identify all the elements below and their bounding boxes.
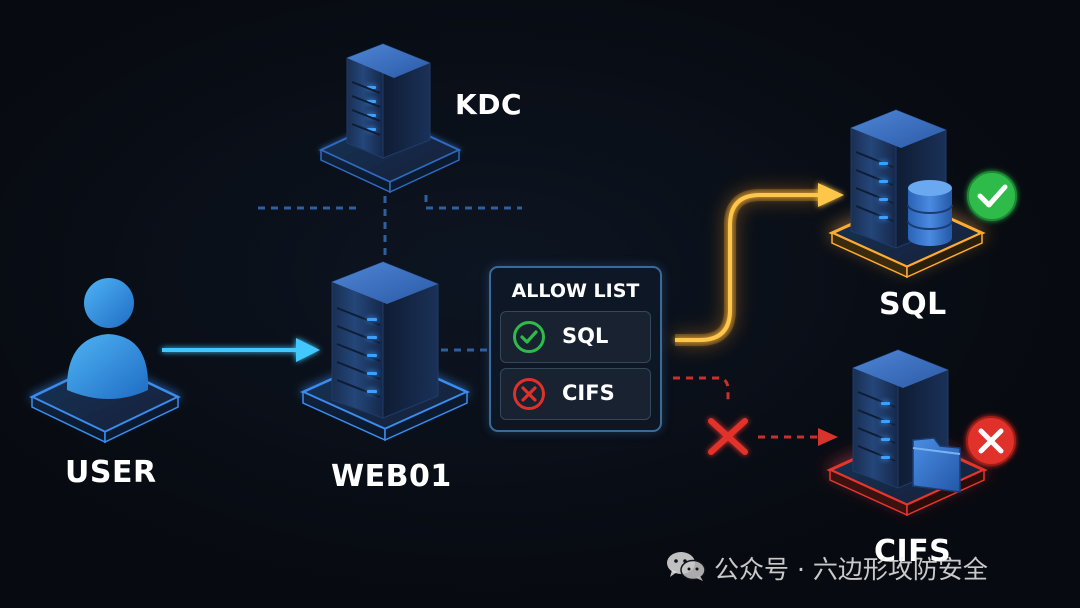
allowlist-to-cifs-blocked-arrow: [673, 376, 838, 455]
user-icon: [29, 278, 181, 444]
allow-list-panel: ALLOW LIST SQL CIFS: [489, 266, 662, 432]
kdc-link-lines: [258, 195, 522, 352]
check-circle-icon: [513, 321, 545, 353]
cifs-label: CIFS: [874, 534, 952, 569]
allow-list-item-label: CIFS: [562, 381, 615, 405]
kdc-server-icon: [318, 43, 462, 194]
user-label: USER: [65, 455, 157, 490]
cifs-server-icon: [826, 349, 988, 517]
kdc-label: KDC: [455, 88, 522, 121]
folder-icon: [912, 437, 961, 493]
sql-label: SQL: [879, 287, 947, 322]
cifs-blocked-x-icon: [966, 416, 1016, 466]
wechat-icon: [667, 552, 706, 581]
x-circle-icon: [513, 378, 545, 410]
web01-label: WEB01: [331, 459, 452, 494]
allowlist-to-sql-arrow: [675, 183, 844, 346]
allow-list-item-sql: SQL: [500, 311, 651, 363]
watermark-text: 公众号 · 六边形攻防安全: [714, 555, 988, 584]
blocked-x-icon: [708, 418, 748, 455]
allow-list-item-cifs: CIFS: [500, 368, 651, 420]
database-icon: [907, 180, 953, 246]
user-to-web01-arrow: [162, 338, 320, 362]
sql-allowed-check-icon: [967, 171, 1017, 221]
allow-list-item-label: SQL: [562, 324, 609, 348]
kdc-link-right: [424, 195, 522, 210]
web01-server-icon: [299, 261, 471, 442]
allow-list-title: ALLOW LIST: [511, 280, 640, 302]
sql-server-icon: [828, 109, 986, 279]
